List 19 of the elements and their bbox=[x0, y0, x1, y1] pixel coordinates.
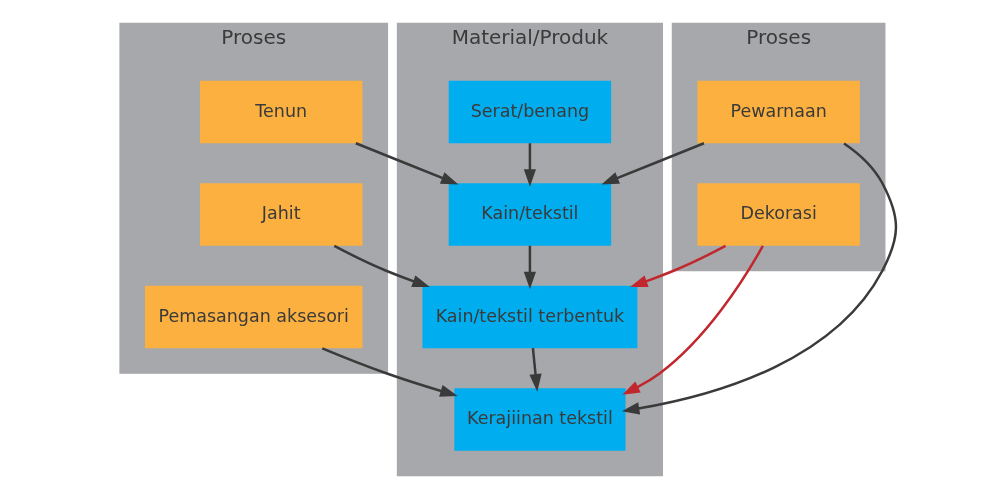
arrow bbox=[523, 245, 536, 290]
arrow bbox=[629, 244, 726, 287]
arrow bbox=[354, 142, 458, 185]
node-box: Pewarnaan bbox=[696, 80, 860, 144]
node-box: Pemasangan aksesori bbox=[144, 285, 362, 349]
arrow bbox=[528, 348, 542, 392]
arrow bbox=[621, 245, 764, 395]
node-box: Serat/benang bbox=[448, 80, 611, 144]
arrow bbox=[321, 347, 458, 397]
node-box: Jahit bbox=[199, 183, 362, 246]
arrow bbox=[621, 142, 897, 415]
node-box: Tenun bbox=[199, 80, 362, 144]
node-box: Dekorasi bbox=[696, 183, 860, 246]
arrow bbox=[523, 143, 536, 187]
node-box: Kain/tekstil bbox=[448, 183, 611, 246]
node-box: Kerajiinan tekstil bbox=[453, 388, 626, 451]
node-box: Kain/tekstil terbentuk bbox=[421, 285, 637, 349]
arrow bbox=[333, 244, 430, 287]
arrow bbox=[600, 142, 704, 185]
